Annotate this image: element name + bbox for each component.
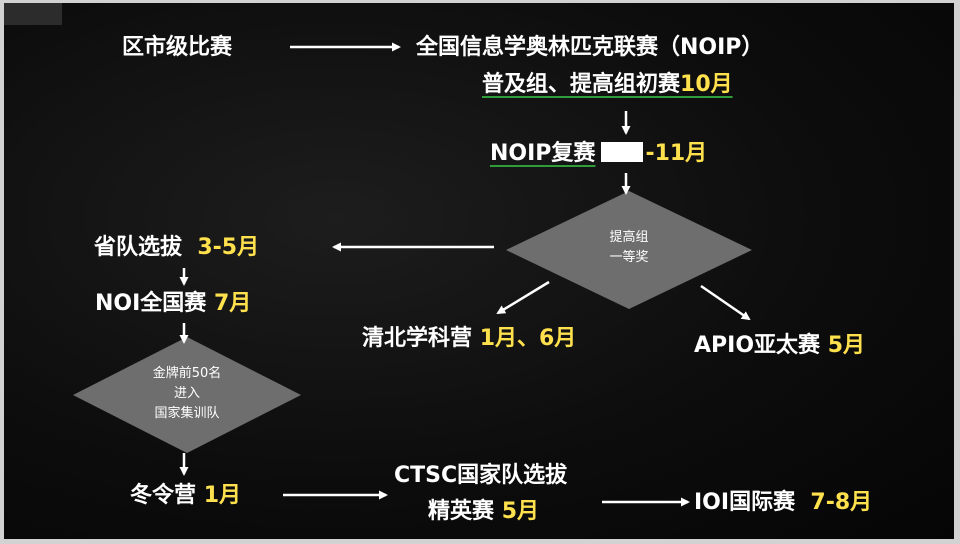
arrow-prize-to-apio [700, 284, 751, 321]
apio-label: APIO亚太赛 [694, 333, 821, 358]
first-prize-line-1: 提高组 [609, 230, 649, 245]
noip-rounds-label: 普及组、提高组初赛 [482, 72, 681, 97]
gold-label: 金牌前50名 进入 国家集训队 [122, 364, 252, 424]
node-qingbei: 清北学科营 1月、6月 [362, 328, 576, 350]
first-prize-diamond [506, 191, 752, 309]
window-corner-bar [4, 3, 62, 25]
noi-month: 7月 [213, 291, 252, 316]
node-ctsc: CTSC国家队选拔 [394, 463, 568, 488]
province-team-label: 省队选拔 [94, 235, 183, 260]
ctsc-sub-label: 精英赛 [428, 499, 495, 524]
noip-final-month: -11月 [645, 141, 708, 166]
apio-month: 5月 [827, 333, 866, 358]
province-team-month: 3-5月 [197, 235, 260, 260]
flowchart-slide: 区市级比赛 全国信息学奥林匹克联赛（NOIP） 普及组、提高组初赛10月 NOI… [4, 3, 954, 539]
ctsc-month: 5月 [501, 499, 539, 524]
winter-camp-month: 1月 [203, 483, 241, 508]
node-noip-rounds: 普及组、提高组初赛10月 [482, 74, 733, 96]
node-ioi: IOI国际赛 7-8月 [694, 492, 872, 514]
node-noip-final: NOIP复赛 -11月 [490, 142, 707, 165]
qingbei-month: 1月、6月 [479, 326, 577, 351]
qingbei-label: 清北学科营 [362, 326, 473, 351]
noi-label: NOI全国赛 [95, 291, 207, 316]
node-noi: NOI全国赛 7月 [95, 293, 251, 315]
node-ctsc-sub: 精英赛 5月 [428, 501, 539, 523]
arrow-prize-to-qingbei [496, 280, 550, 315]
node-noip-title: 全国信息学奥林匹克联赛（NOIP） [416, 35, 764, 60]
gold-line-2: 进入 [173, 386, 200, 402]
node-winter-camp: 冬令营 1月 [130, 485, 241, 507]
node-district: 区市级比赛 [122, 35, 233, 60]
gold-medal-diamond [73, 337, 301, 453]
noip-final-label: NOIP复赛 [490, 141, 596, 166]
connector-layer [73, 42, 752, 507]
first-prize-label: 提高组 一等奖 [579, 228, 679, 268]
noip-rounds-month: 10月 [680, 72, 733, 97]
first-prize-line-2: 一等奖 [609, 250, 649, 266]
gold-line-3: 国家集训队 [154, 406, 220, 422]
node-province-team: 省队选拔 3-5月 [94, 237, 259, 259]
ioi-label: IOI国际赛 [694, 490, 796, 515]
redacted-block [601, 142, 644, 162]
winter-camp-label: 冬令营 [130, 483, 197, 508]
gold-line-1: 金牌前50名 [152, 366, 222, 381]
node-apio: APIO亚太赛 5月 [694, 335, 865, 357]
ioi-month: 7-8月 [810, 490, 873, 515]
